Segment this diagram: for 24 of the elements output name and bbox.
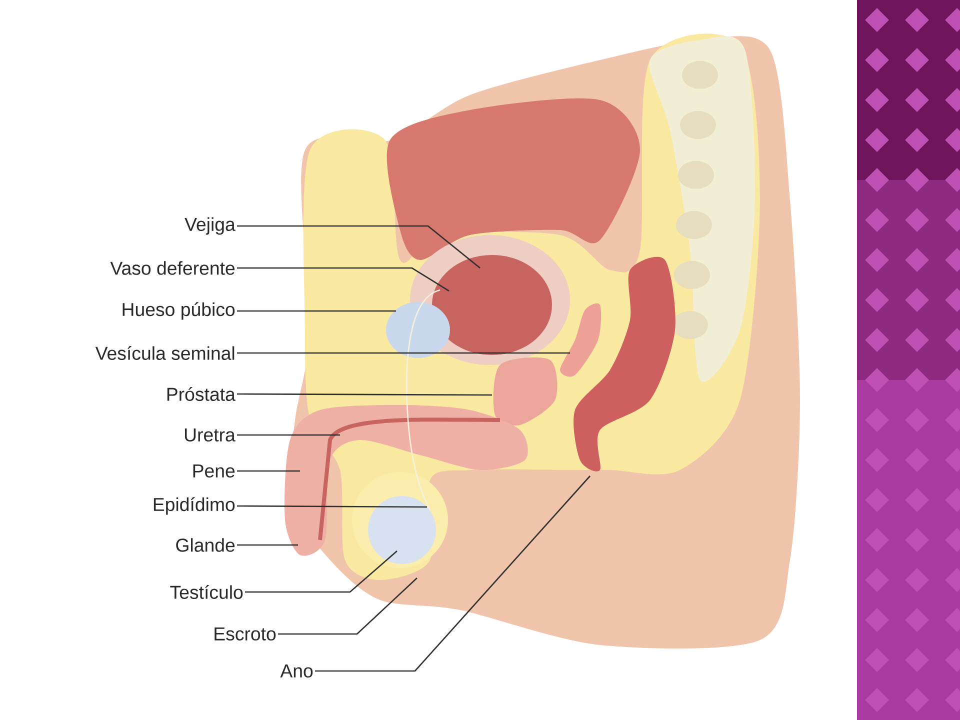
- leader-line: [237, 267, 450, 292]
- part-label: Vaso deferente: [110, 261, 235, 275]
- part-label: Glande: [176, 538, 235, 552]
- part-label: Vejiga: [184, 217, 236, 235]
- part-label: Testículo: [170, 585, 243, 599]
- leader-line: [237, 310, 396, 312]
- leader-line: [315, 476, 590, 672]
- leader-line: [245, 550, 398, 593]
- leader-line: [237, 393, 492, 396]
- part-label: Vesícula seminal: [95, 346, 234, 360]
- part-label: Escroto: [214, 627, 276, 640]
- leader-line: [237, 434, 340, 436]
- part-label: Próstata: [167, 387, 236, 401]
- part-label: Ano: [280, 664, 313, 678]
- leader-line: [237, 544, 298, 546]
- part-label: Uretra: [185, 428, 236, 442]
- part-label: Epidídimo: [154, 497, 235, 515]
- leader-line: [237, 505, 428, 508]
- leader-line: [237, 470, 300, 472]
- part-label: Hueso púbico: [122, 302, 235, 320]
- leader-line: [237, 352, 570, 354]
- leader-line: [237, 225, 480, 269]
- leader-line: [278, 578, 418, 635]
- part-label: Pene: [193, 464, 235, 478]
